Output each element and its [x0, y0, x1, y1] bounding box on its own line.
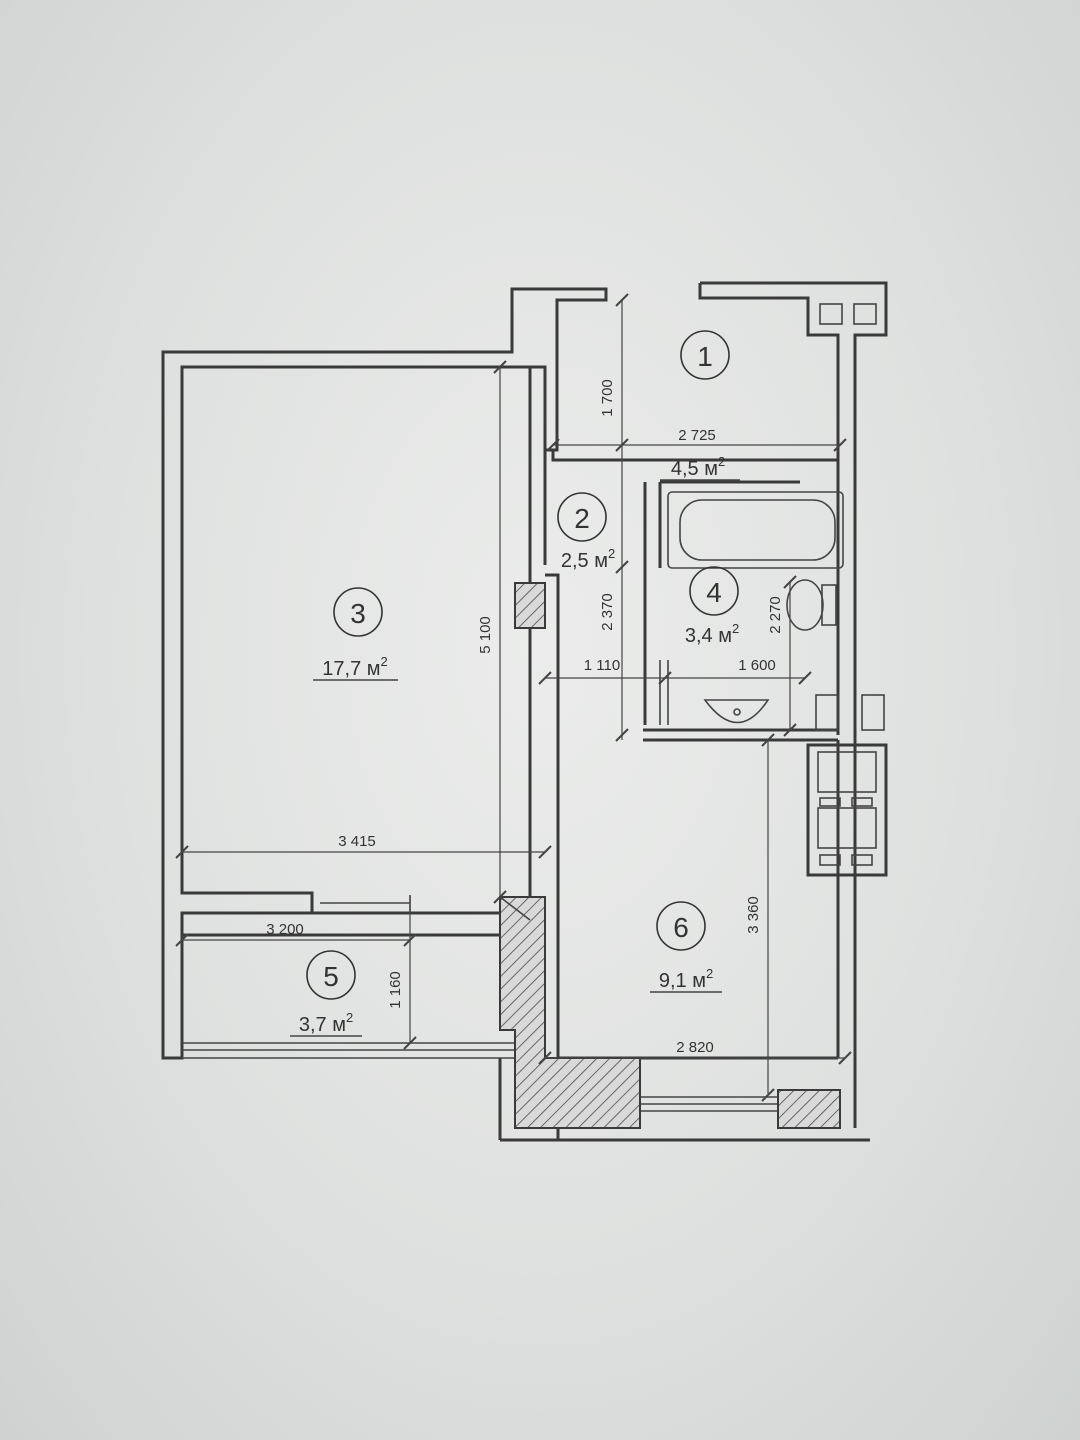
room-4-number: 4 [706, 577, 722, 608]
room-2-area: 2,5 м2 [561, 546, 615, 572]
room-5-area: 3,7 м2 [299, 1010, 353, 1036]
room-5-circle [306, 950, 356, 1000]
kitchen-window [640, 1096, 778, 1112]
top-duct-2 [853, 303, 877, 325]
dim-2370: 2 370 [599, 593, 616, 631]
bathtub-inner-icon [679, 499, 836, 561]
partition-room3-corridor [528, 367, 547, 897]
door-bath [659, 660, 669, 725]
dim-3415: 3 415 [338, 833, 376, 850]
balcony-partition [180, 911, 518, 937]
vent-duct-4 [851, 854, 873, 866]
corridor-right-wall [545, 573, 560, 1140]
bathtub [667, 491, 844, 569]
load-bearing-walls [499, 582, 841, 1129]
dim-3360: 3 360 [745, 896, 762, 934]
room-6-area: 9,1 м2 [659, 966, 713, 992]
dim-1110: 1 110 [584, 657, 620, 674]
toilet-icon [786, 579, 824, 631]
fixtures [667, 491, 844, 724]
vent-duct-1 [817, 751, 877, 793]
room-1-circle [680, 330, 730, 380]
dim-1160: 1 160 [387, 971, 404, 1009]
sink-drain [733, 708, 741, 716]
top-duct-1 [819, 303, 843, 325]
room1-walls [698, 281, 888, 1128]
dimension-labels: 1 700 2 725 5 100 2 370 1 110 1 600 2 27… [266, 379, 784, 1056]
room-5-number: 5 [323, 961, 339, 992]
room-6-circle [656, 901, 706, 951]
small-duct-2 [861, 694, 885, 731]
room-3-number: 3 [350, 598, 366, 629]
doors [320, 660, 669, 921]
vent-duct-5 [819, 797, 841, 807]
door-swing-balcony [320, 895, 411, 913]
toilet-tank [821, 584, 837, 626]
room-3-area: 17,7 м2 [322, 654, 387, 680]
vent-duct-2 [817, 807, 877, 849]
dim-1600: 1 600 [738, 657, 776, 674]
room-6-number: 6 [673, 912, 689, 943]
hatched-column [514, 582, 546, 629]
dim-5100: 5 100 [477, 616, 494, 654]
room-labels: 1 4,5 м2 2 2,5 м2 3 17,7 м2 4 3,4 м2 5 3… [290, 330, 740, 1037]
room-4-circle [689, 566, 739, 616]
dim-2725: 2 725 [678, 427, 716, 444]
balcony-window [182, 1042, 516, 1059]
room-1-number: 1 [697, 341, 713, 372]
dim-2270: 2 270 [767, 596, 784, 634]
room-3-circle [333, 587, 383, 637]
vent-shaft [806, 743, 888, 877]
door-swing-kitchen [499, 896, 531, 921]
room-2-circle [557, 492, 607, 542]
room-2-number: 2 [574, 503, 590, 534]
room-4-area: 3,4 м2 [685, 621, 739, 647]
dim-1700: 1 700 [599, 379, 616, 417]
dim-3200: 3 200 [266, 921, 304, 938]
room-1-area: 4,5 м2 [671, 454, 725, 480]
small-duct-1 [815, 694, 839, 731]
outer-wall-left [161, 287, 608, 1060]
vent-duct-3 [819, 854, 841, 866]
hatched-wall-left [499, 896, 641, 1129]
hatched-wall-right [777, 1089, 841, 1129]
dim-2820: 2 820 [676, 1039, 714, 1056]
sink-icon [703, 699, 770, 724]
dimension-lines [175, 293, 852, 1102]
bathroom-walls [643, 480, 838, 742]
vent-duct-6 [851, 797, 873, 807]
